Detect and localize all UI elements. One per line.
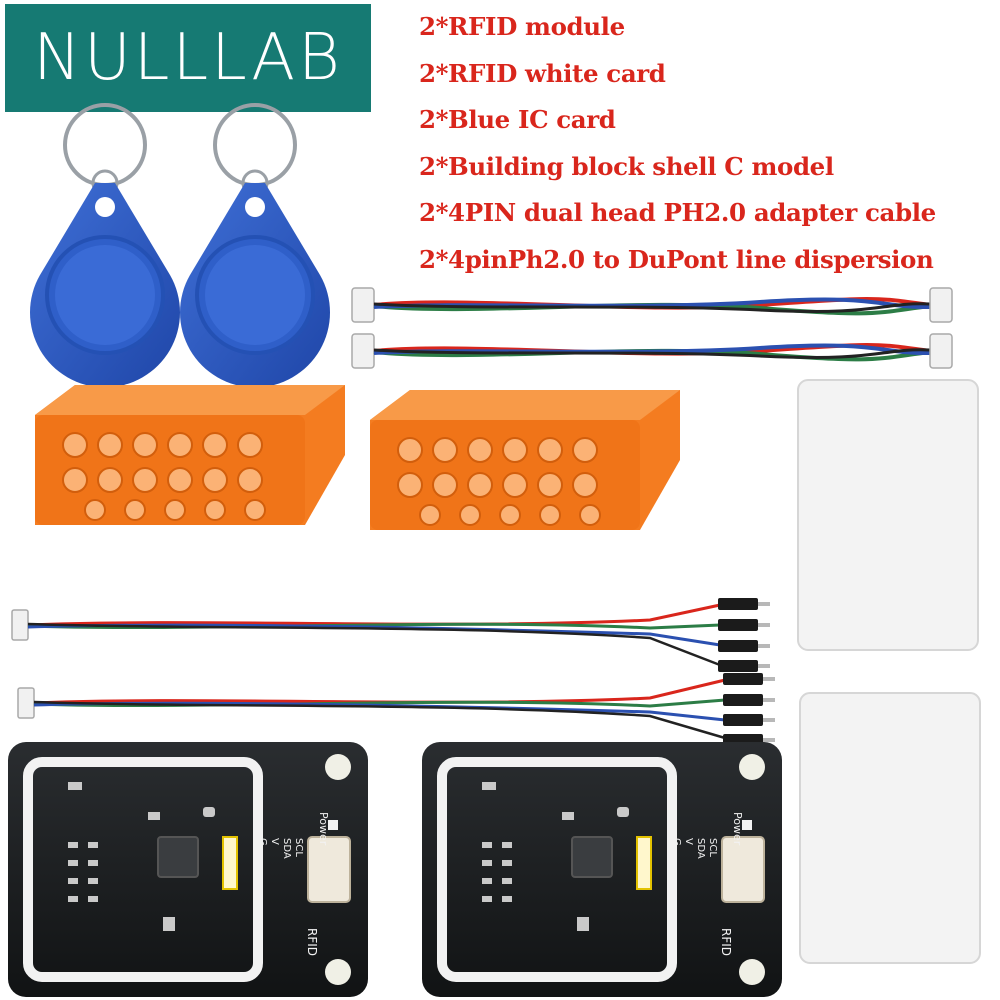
rfid-module-1: Power SCL SDA V G RFID [8,742,368,997]
pin-label-v: V [683,838,694,845]
rfid-module-2: Power SCL SDA V G RFID [422,742,782,997]
blue-ic-card-2 [178,103,332,390]
contents-item-blue-ic-card: 2*Blue IC card [419,105,616,134]
building-block-shell-1 [34,384,346,526]
power-label: Power [317,812,330,846]
package-contents-list: 2*RFID module 2*RFID white card 2*Blue I… [419,4,936,283]
dupont-cable-2 [17,673,775,746]
pin-label-sda: SDA [281,838,292,859]
contents-item-shell: 2*Building block shell C model [419,151,834,181]
brand-logo-text: NULLLAB [33,21,343,95]
power-label: Power [731,812,744,846]
contents-item-white-card: 2*RFID white card [419,58,666,88]
building-block-shell-2 [369,389,681,531]
rfid-white-card-1 [797,379,979,651]
pin-label-scl: SCL [707,838,718,857]
brand-logo: NULLLAB [5,4,371,112]
pin-label-g: G [671,838,682,846]
pin-label-scl: SCL [293,838,304,857]
contents-item-rfid-module: 2*RFID module [419,12,625,41]
pin-label-g: G [257,838,268,846]
dupont-cable-1 [11,598,770,672]
pin-label-v: V [269,838,280,845]
rfid-white-card-2 [799,692,981,964]
adapter-cable-2 [351,333,953,369]
blue-ic-card-1 [28,103,182,390]
board-label: RFID [719,928,733,956]
contents-item-adapter-cable: 2*4PIN dual head PH2.0 adapter cable [419,198,936,227]
contents-item-dupont-cable: 2*4pinPh2.0 to DuPont line dispersion [419,244,934,274]
pin-label-sda: SDA [695,838,706,859]
board-label: RFID [305,928,319,956]
adapter-cable-1 [351,287,953,323]
